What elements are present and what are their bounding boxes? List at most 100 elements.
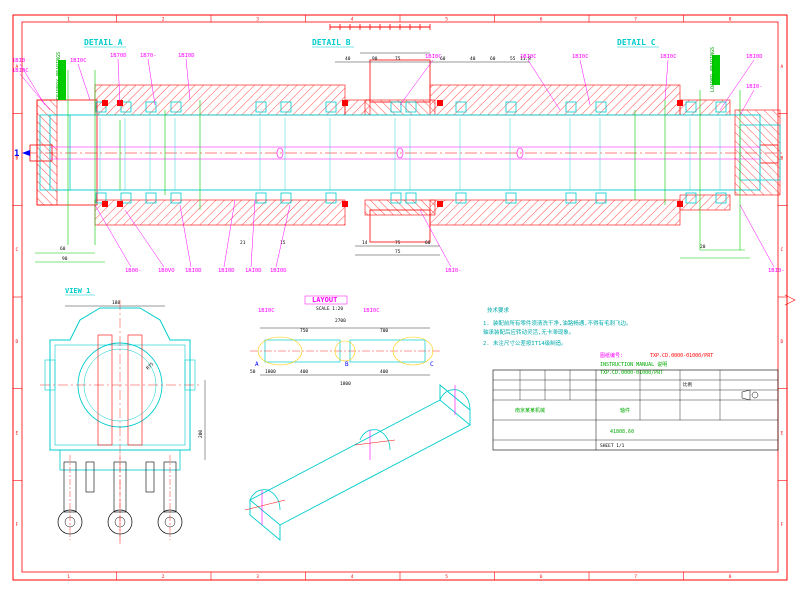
border-letter-right: A bbox=[781, 64, 784, 70]
border-number-top: 8 bbox=[729, 17, 732, 23]
layout-dim-value: 1800 bbox=[340, 381, 351, 387]
border-letter-right: C bbox=[781, 247, 784, 253]
view-1-title: VIEW 1 bbox=[65, 287, 90, 295]
leader-label-bottom: 1BI0D bbox=[218, 268, 235, 274]
left-end-flange bbox=[36, 99, 98, 206]
leader-label-bottom: 1BI0D bbox=[270, 268, 287, 274]
title-block-scale-label: 比例 bbox=[683, 381, 692, 388]
isometric-view bbox=[244, 384, 471, 541]
title-block: TXP.CD.0000-01000/PRT 图纸编号: INSTRUCTION … bbox=[492, 352, 779, 451]
leader-label-bottom: 1B00- bbox=[125, 268, 142, 274]
view-1-marker: 1 bbox=[14, 149, 19, 159]
border-letter-left: D bbox=[16, 339, 19, 345]
leader-label-bottom: 1B0VO bbox=[158, 268, 175, 274]
note-line-3: 2. 未注尺寸公差按IT14级制造。 bbox=[483, 339, 567, 347]
dim-top-value: 90 bbox=[372, 56, 378, 62]
dim-top-value: 40 bbox=[470, 56, 476, 62]
leader-label-top: 1BI0C bbox=[660, 54, 677, 60]
dim-bottom-value: 90 bbox=[62, 256, 68, 262]
layout-dim-value: 750 bbox=[300, 328, 308, 334]
main-section-view: DETAIL A DETAIL B DETAIL C bbox=[12, 38, 785, 274]
border-number-bottom: 4 bbox=[351, 574, 354, 580]
leader-label-top: 1BI0C bbox=[520, 54, 537, 60]
dim-top-value: 75 bbox=[395, 56, 401, 62]
title-block-part-no: 41808.60 bbox=[610, 429, 634, 435]
border-letter-right: D bbox=[781, 339, 784, 345]
view-1-width-dim: 188 bbox=[112, 300, 120, 306]
leader-label-top: 1BI0C bbox=[70, 58, 87, 64]
note-line-1: 1. 装配前所有零件须清洗干净,油路畅通,不得有毛刺飞边。 bbox=[483, 319, 632, 327]
dim-bottom-value: 21 bbox=[240, 240, 246, 246]
dim-top-value: 60 bbox=[440, 56, 446, 62]
border-letter-left: C bbox=[16, 247, 19, 253]
title-block-line1: INSTRUCTION MANUAL 说明 bbox=[600, 361, 667, 368]
leader-label-top: 1BI0C bbox=[12, 68, 29, 74]
layout-view: LAYOUT SCALE 1:20 1BI0C 1BI0C 7502700700… bbox=[250, 295, 440, 387]
shaft bbox=[25, 114, 785, 191]
leader-label-bottom: 1AI0D bbox=[245, 268, 262, 274]
view-1-height-dim: 200 bbox=[198, 430, 204, 438]
bottom-dimension-band bbox=[355, 245, 440, 256]
layout-marker: C bbox=[430, 361, 434, 368]
border-letter-left: E bbox=[16, 431, 19, 437]
dim-top-value: 11.8 bbox=[520, 56, 531, 62]
border-letter-left: F bbox=[16, 522, 19, 528]
border-number-bottom: 5 bbox=[445, 574, 448, 580]
border-number-top: 4 bbox=[351, 17, 354, 23]
title-block-line2: TXP.CD.0000-01000/PRT bbox=[600, 370, 663, 376]
border-number-bottom: 2 bbox=[162, 574, 165, 580]
dim-bottom-value: 15 bbox=[280, 240, 286, 246]
leader-label-top: 1B70- bbox=[140, 53, 157, 59]
view-1: VIEW 1 188 200 R75 bbox=[40, 287, 206, 545]
layout-dim-value: 50 bbox=[250, 369, 256, 375]
border-number-top: 5 bbox=[445, 17, 448, 23]
leader-label-top: 1BI0- bbox=[746, 84, 763, 90]
dim-top-value: 55 bbox=[510, 56, 516, 62]
right-end-flange bbox=[734, 109, 781, 196]
dim-bottom-value: 60 bbox=[425, 240, 431, 246]
housing-hatch-top bbox=[94, 59, 731, 116]
title-block-company: 南京某某机械 bbox=[515, 407, 545, 414]
title-block-ref: TXP.CD.0000-01000/PRT bbox=[650, 353, 713, 359]
green-dimension-lines bbox=[35, 55, 750, 263]
detail-c-title: DETAIL C bbox=[617, 38, 656, 47]
bearing-seats bbox=[95, 100, 727, 207]
layout-scale: SCALE 1:20 bbox=[316, 306, 343, 312]
dim-bottom-value: 75 bbox=[395, 249, 401, 255]
leader-label-bottom: 1BI0D bbox=[185, 268, 202, 274]
loader-bearings-label: LOADER BEARINGS bbox=[710, 47, 716, 92]
border-letter-right: B bbox=[781, 156, 784, 162]
dim-bottom-value: 20 bbox=[700, 244, 706, 250]
leader-label-bottom: 1BI0- bbox=[445, 268, 462, 274]
leader-label-top: 1BI0C bbox=[425, 54, 442, 60]
leader-label-top: 1BI0D bbox=[178, 53, 195, 59]
border-number-top: 6 bbox=[540, 17, 543, 23]
border-number-top: 7 bbox=[634, 17, 637, 23]
border-number-bottom: 3 bbox=[256, 574, 259, 580]
layout-label-left: 1BI0C bbox=[258, 308, 275, 314]
fold-marker bbox=[784, 294, 796, 306]
title-block-company-ref: 图纸编号: bbox=[600, 352, 623, 359]
border-letter-right: E bbox=[781, 431, 784, 437]
border-number-top: 1 bbox=[67, 17, 70, 23]
border-number-bottom: 7 bbox=[634, 574, 637, 580]
view-1-radius-dim: R75 bbox=[145, 361, 155, 371]
dim-bottom-value: 60 bbox=[60, 246, 66, 252]
leader-label-top: 1BI0 bbox=[12, 58, 25, 64]
detail-b-title: DETAIL B bbox=[312, 38, 351, 47]
dim-top-value: 60 bbox=[490, 56, 496, 62]
projection-symbol-icon bbox=[741, 389, 759, 401]
layout-dim-value: 400 bbox=[380, 369, 388, 375]
border-number-bottom: 1 bbox=[67, 574, 70, 580]
dim-top-value: 40 bbox=[345, 56, 351, 62]
dim-bottom-value: 14 bbox=[362, 240, 368, 246]
layout-marker: A bbox=[255, 361, 259, 368]
notes-heading: 技术要求 bbox=[487, 306, 510, 314]
leader-label-top: 1BI0D bbox=[746, 54, 763, 60]
note-line-2: 轴承装配后应转动灵活,无卡滞现象。 bbox=[483, 328, 574, 336]
layout-label-right: 1BI0C bbox=[363, 308, 380, 314]
border-letter-left: B bbox=[16, 156, 19, 162]
detail-a-title: DETAIL A bbox=[84, 38, 123, 47]
